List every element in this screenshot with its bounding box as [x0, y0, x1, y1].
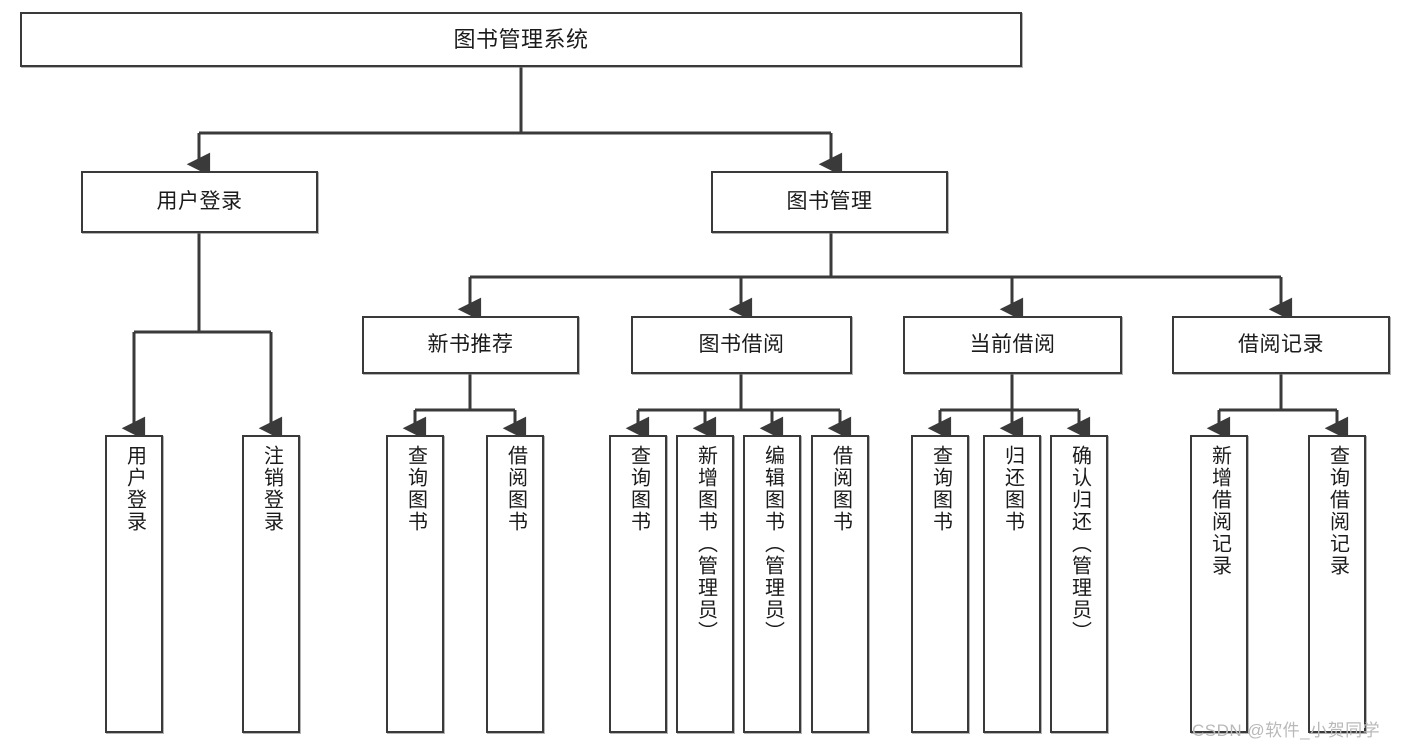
- node-leaf-confirm-return[interactable]: 确认归还（管理员）: [1050, 435, 1108, 733]
- node-user-login-label: 用户登录: [156, 189, 243, 213]
- node-leaf-query-borrow-record[interactable]: 查询借阅记录: [1308, 435, 1366, 733]
- node-root-system-label: 图书管理系统: [453, 26, 589, 52]
- node-book-management-label: 图书管理: [786, 189, 873, 213]
- node-leaf-query-book-borrow-label: 查询图书: [627, 445, 650, 533]
- csdn-watermark: CSDN @软件_小贺同学: [1192, 721, 1381, 740]
- node-root-system[interactable]: 图书管理系统: [20, 12, 1022, 67]
- node-borrow-record[interactable]: 借阅记录: [1172, 316, 1390, 374]
- node-leaf-query-book-borrow[interactable]: 查询图书: [609, 435, 667, 733]
- node-leaf-confirm-return-label: 确认归还（管理员）: [1068, 445, 1091, 643]
- node-leaf-edit-book-label: 编辑图书（管理员）: [761, 445, 784, 643]
- node-leaf-borrow-book-recommend-label: 借阅图书: [504, 445, 527, 533]
- node-borrow-record-label: 借阅记录: [1238, 332, 1324, 356]
- node-leaf-add-borrow-record-label: 新增借阅记录: [1208, 445, 1231, 577]
- node-leaf-user-login[interactable]: 用户登录: [105, 435, 163, 733]
- node-new-book-recommend-label: 新书推荐: [427, 332, 514, 356]
- node-leaf-query-book-current-label: 查询图书: [929, 445, 952, 533]
- node-leaf-logout-label: 注销登录: [260, 445, 283, 533]
- node-leaf-return-book[interactable]: 归还图书: [983, 435, 1041, 733]
- node-new-book-recommend[interactable]: 新书推荐: [362, 316, 579, 374]
- node-book-borrow[interactable]: 图书借阅: [631, 316, 852, 374]
- node-leaf-return-book-label: 归还图书: [1001, 445, 1024, 533]
- node-leaf-edit-book[interactable]: 编辑图书（管理员）: [743, 435, 801, 733]
- node-leaf-query-book-current[interactable]: 查询图书: [911, 435, 969, 733]
- node-leaf-query-book-recommend-label: 查询图书: [404, 445, 427, 533]
- node-current-borrow[interactable]: 当前借阅: [903, 316, 1122, 374]
- node-book-management[interactable]: 图书管理: [711, 171, 948, 233]
- node-current-borrow-label: 当前借阅: [969, 332, 1056, 356]
- node-user-login[interactable]: 用户登录: [81, 171, 318, 233]
- node-leaf-add-book[interactable]: 新增图书（管理员）: [676, 435, 734, 733]
- node-leaf-borrow-book[interactable]: 借阅图书: [811, 435, 869, 733]
- node-leaf-borrow-book-label: 借阅图书: [829, 445, 852, 533]
- node-leaf-logout[interactable]: 注销登录: [242, 435, 300, 733]
- node-leaf-query-borrow-record-label: 查询借阅记录: [1326, 445, 1349, 577]
- node-book-borrow-label: 图书借阅: [698, 332, 785, 356]
- node-leaf-add-borrow-record[interactable]: 新增借阅记录: [1190, 435, 1248, 733]
- node-leaf-borrow-book-recommend[interactable]: 借阅图书: [486, 435, 544, 733]
- node-leaf-query-book-recommend[interactable]: 查询图书: [386, 435, 444, 733]
- node-leaf-add-book-label: 新增图书（管理员）: [694, 445, 717, 643]
- node-leaf-user-login-label: 用户登录: [123, 445, 146, 533]
